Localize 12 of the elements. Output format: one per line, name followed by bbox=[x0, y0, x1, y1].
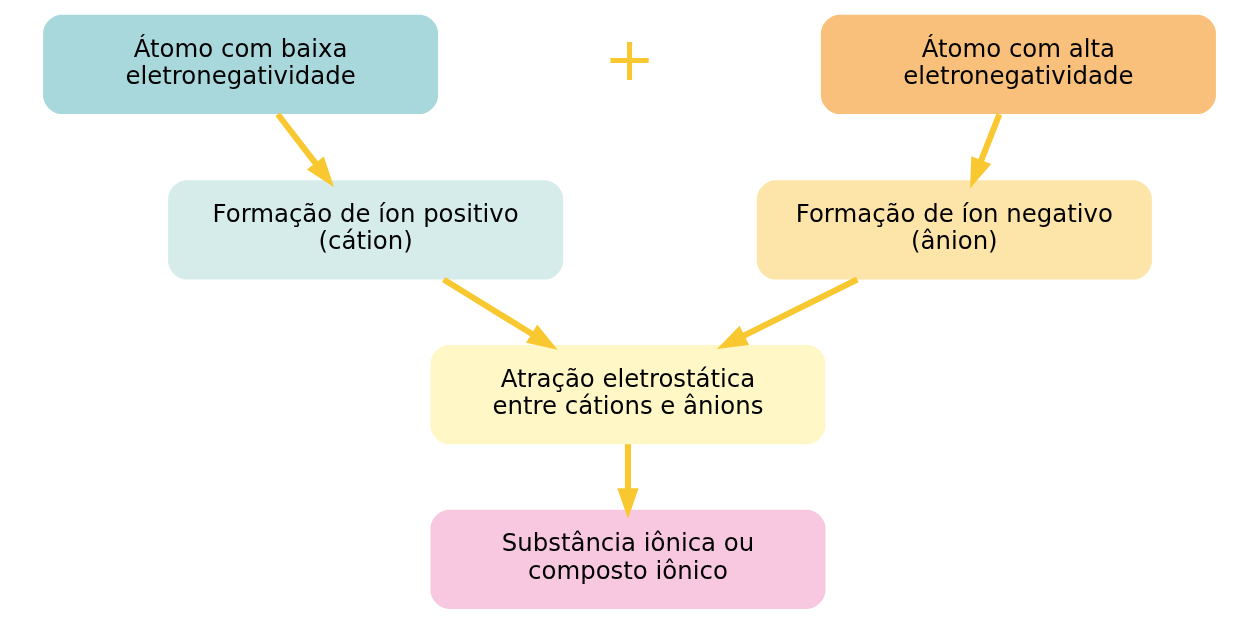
node-box: Formação de íon negativo (ânion) bbox=[756, 180, 1152, 280]
arrow bbox=[716, 276, 859, 350]
node-box: Atração eletrostática entre cátions e ânions bbox=[429, 345, 825, 445]
node-box: Átomo com baixa eletronegatividade bbox=[42, 14, 438, 114]
arrow bbox=[274, 112, 334, 188]
arrow bbox=[969, 113, 1002, 189]
node-box: Formação de íon positivo (cátion) bbox=[167, 180, 563, 280]
node-box: Substância iônica ou composto iônico bbox=[429, 509, 825, 609]
node-box: Átomo com alta eletronegatividade bbox=[820, 14, 1216, 114]
label: + bbox=[603, 22, 655, 94]
arrow bbox=[616, 444, 639, 519]
arrow bbox=[441, 276, 558, 350]
